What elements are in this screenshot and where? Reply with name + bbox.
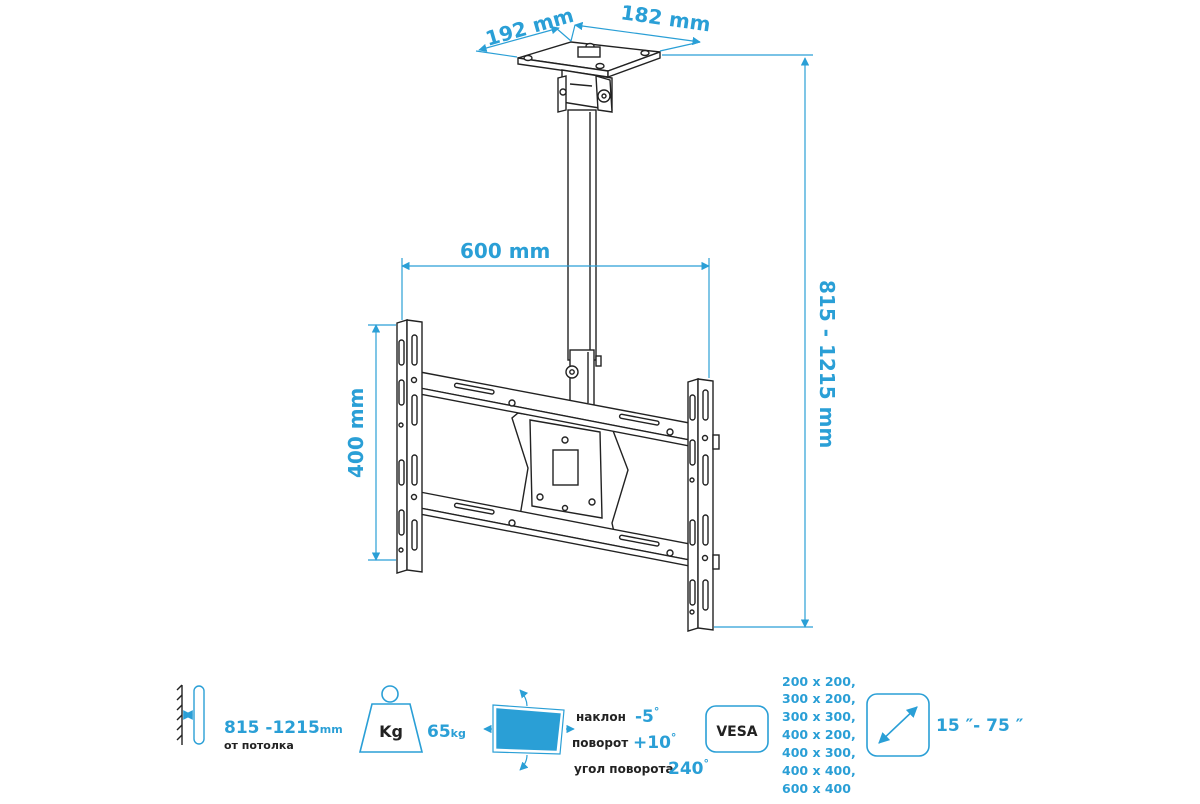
tilt-down-value: -5° [635,705,659,727]
vesa-pattern-item: 300 x 300, [782,709,856,724]
ceiling-bracket [557,69,613,113]
tilt-swivel-icon [483,689,575,771]
ceiling-plate [517,41,661,79]
rotation-value: 240° [668,757,709,779]
vesa-badge: VESA [716,724,757,740]
ceiling-height-value: 815 -1215mm [224,718,343,738]
rotation-label: угол поворота [574,762,674,776]
screen-diagonal-icon [866,693,930,757]
ceiling-height-note: от потолка [224,739,294,752]
frame-height-label: 400 mm [344,388,368,478]
weight-badge: Kg [379,722,403,741]
vesa-pattern-item: 400 x 200, [782,727,856,742]
plate-width-label: 182 mm [619,0,712,36]
vesa-center-plate [511,410,629,533]
vesa-pattern-item: 600 x 400 [782,781,851,796]
tilt-up-value: +10° [633,731,676,753]
screen-size-value: 15 ″- 75 ″ [936,716,1024,736]
weight-icon [358,685,424,753]
left-vertical-arm [396,319,423,574]
vesa-pattern-item: 200 x 200, [782,674,856,689]
extension-pole [565,109,602,406]
tilt-up-label: поворот [572,736,628,750]
vesa-pattern-list: 200 x 200, 300 x 200, 300 x 300, 400 x 2… [782,674,856,796]
right-vertical-arm [687,378,720,632]
plate-depth-label: 192 mm [483,3,577,51]
total-height-label: 815 - 1215 mm [815,280,839,448]
tilt-down-label: наклон [576,710,626,724]
vesa-pattern-item: 400 x 300, [782,745,856,760]
vesa-icon [705,705,769,753]
vesa-pattern-item: 300 x 200, [782,691,856,706]
frame-width-label: 600 mm [460,239,550,263]
dimension-lines [368,21,813,628]
vesa-pattern-item: 400 x 400, [782,763,856,778]
weight-value: 65kg [427,722,466,742]
ceiling-height-icon [176,684,205,745]
